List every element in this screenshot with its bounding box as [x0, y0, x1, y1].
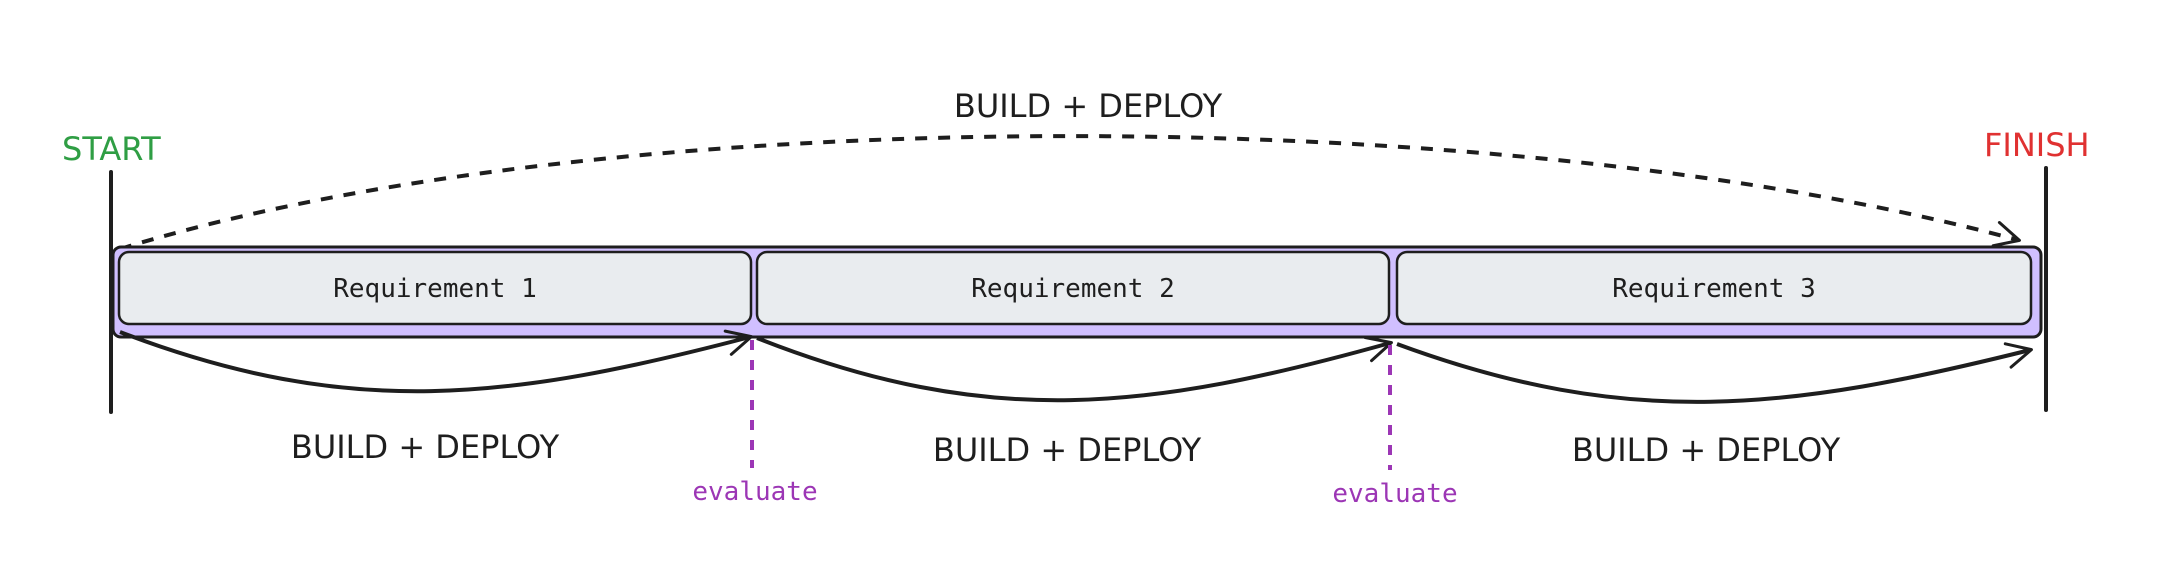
iteration-arc-3-label: BUILD + DEPLOY [1572, 431, 1841, 469]
top-arc-label: BUILD + DEPLOY [954, 87, 1223, 125]
evaluate-label-2: evaluate [1332, 479, 1457, 509]
requirement-3-label: Requirement 3 [1612, 274, 1816, 304]
iteration-arc-2 [756, 335, 1393, 403]
evaluate-label-1: evaluate [692, 477, 817, 507]
iteration-arc-1 [119, 329, 753, 394]
finish-label: FINISH [1984, 126, 2090, 164]
top-dashed-arc [119, 134, 2021, 251]
iteration-arc-3 [1396, 342, 2033, 404]
iteration-arc-1-label: BUILD + DEPLOY [291, 428, 560, 466]
requirement-box-1: Requirement 1 [117, 250, 753, 326]
requirement-2-label: Requirement 2 [971, 274, 1175, 304]
iteration-arc-2-label: BUILD + DEPLOY [933, 431, 1202, 469]
requirement-box-2: Requirement 2 [755, 250, 1391, 326]
start-label: START [62, 130, 161, 168]
requirement-1-label: Requirement 1 [333, 274, 537, 304]
requirement-box-3: Requirement 3 [1395, 250, 2033, 326]
